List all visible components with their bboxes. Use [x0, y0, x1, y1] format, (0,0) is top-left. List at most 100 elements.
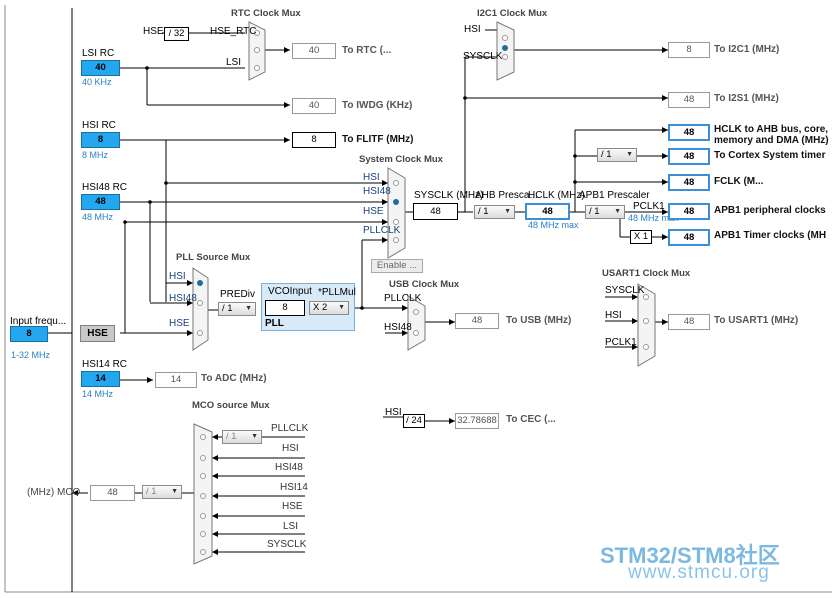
- pll-name-label: PLL: [265, 318, 284, 329]
- mco-input-lsi: LSI: [283, 521, 299, 532]
- system-pllclk-label: PLLCLK: [363, 225, 401, 236]
- pll-source-mux-shape: [192, 267, 209, 351]
- mco-input-hse: HSE: [282, 501, 303, 512]
- ahb-prescaler-value: / 1: [478, 206, 489, 217]
- mco-divider-value: / 1: [146, 486, 157, 497]
- system-mux-title: System Clock Mux: [359, 154, 443, 165]
- mco-input-hsi: HSI: [282, 443, 299, 454]
- adc-value: 14: [155, 372, 197, 388]
- adc-output-label: To ADC (MHz): [201, 373, 267, 384]
- system-hsi48-label: HSI48: [363, 186, 391, 197]
- apb1-prescaler-value: / 1: [589, 206, 600, 217]
- hclk-value[interactable]: 48: [525, 203, 570, 220]
- fclk-output-label: FCLK (M...: [714, 176, 764, 187]
- mco-output-label: (MHz) MCO: [27, 487, 81, 498]
- hsi-rc-value[interactable]: 8: [81, 132, 120, 148]
- i2c1-mux-title: I2C1 Clock Mux: [477, 8, 548, 19]
- pllmul-label: *PLLMul: [318, 287, 356, 298]
- hsi-rc-label: HSI RC: [82, 120, 116, 131]
- mco-input-hsi48: HSI48: [275, 462, 303, 473]
- cortex-timer-divider-value: / 1: [601, 149, 612, 160]
- hsi48-rc-label: HSI48 RC: [82, 182, 128, 193]
- watermark-logo-text: STM32/STM8社区: [600, 543, 780, 568]
- usart1-value: 48: [668, 314, 710, 330]
- apb1-peripheral-value[interactable]: 48: [668, 203, 710, 220]
- usart1-pclk1-label: PCLK1: [605, 337, 637, 348]
- chevron-down-icon: ▼: [504, 208, 511, 215]
- usb-mux-title: USB Clock Mux: [389, 279, 460, 290]
- apb1-prescaler-label: APB1 Prescaler: [579, 190, 650, 201]
- apb1-timer-value: 48: [668, 229, 710, 246]
- pll-src-hse-label: HSE: [169, 318, 190, 329]
- apb1-prescaler-select[interactable]: / 1▼: [585, 205, 625, 219]
- mco-value: 48: [90, 485, 135, 501]
- hsi48-rc-value[interactable]: 48: [81, 194, 120, 210]
- hsi14-rc-freq: 14 MHz: [82, 389, 114, 399]
- mco-input-pllclk: PLLCLK: [271, 423, 309, 434]
- cortex-timer-divider-select[interactable]: / 1 ▼: [597, 148, 637, 162]
- enable-css-button[interactable]: Enable ...: [371, 259, 423, 273]
- rtc-hse-rtc-label: HSE_RTC: [210, 26, 257, 37]
- sysclk-value[interactable]: 48: [413, 203, 458, 220]
- pclk1-max: 48 MHz max: [628, 213, 679, 223]
- usart1-output-label: To USART1 (MHz): [714, 315, 799, 326]
- i2s1-value: 48: [668, 92, 710, 108]
- chevron-down-icon: ▼: [251, 433, 258, 440]
- hclk-label: HCLK (MHz): [528, 190, 585, 201]
- usart1-mux-title: USART1 Clock Mux: [602, 268, 691, 279]
- lsi-rc-value[interactable]: 40: [81, 60, 120, 76]
- pll-src-hsi48-label: HSI48: [169, 293, 197, 304]
- i2c1-value: 8: [668, 42, 710, 58]
- chevron-down-icon: ▼: [626, 151, 633, 158]
- apb1-peripheral-output-label: APB1 peripheral clocks: [714, 205, 826, 216]
- usb-output-label: To USB (MHz): [506, 315, 572, 326]
- cec-value: 32.78688: [455, 413, 499, 429]
- hsi14-rc-label: HSI14 RC: [82, 359, 128, 370]
- usart1-hsi-label: HSI: [605, 310, 622, 321]
- cortex-timer-value: 48: [668, 148, 710, 165]
- hse-button[interactable]: HSE: [80, 325, 115, 342]
- apb1-timer-multiplier: X 1: [630, 230, 652, 244]
- system-mux-shape: [387, 167, 406, 259]
- apb1-timer-output-label: APB1 Timer clocks (MH: [714, 230, 827, 241]
- ahb-prescaler-select[interactable]: / 1 ▼: [474, 205, 515, 219]
- sysclk-label: SYSCLK (MHz): [414, 190, 484, 201]
- pllmul-select[interactable]: X 2 ▼: [309, 301, 349, 315]
- mco-pll-divider-select[interactable]: / 1▼: [222, 430, 262, 444]
- input-frequency-value[interactable]: 8: [10, 326, 48, 342]
- hsi14-rc-value[interactable]: 14: [81, 371, 120, 387]
- pllmul-value: X 2: [313, 302, 328, 313]
- mco-mux-title: MCO source Mux: [192, 400, 270, 411]
- rtc-output-label: To RTC (...: [342, 45, 392, 56]
- lsi-rc-label: LSI RC: [82, 48, 115, 59]
- prediv-value: / 1: [222, 303, 233, 314]
- hclk-ahb-value[interactable]: 48: [668, 124, 710, 141]
- usart1-mux-shape: [637, 283, 656, 367]
- mco-input-sysclk: SYSCLK: [267, 539, 307, 550]
- cec-output-label: To CEC (...: [506, 414, 556, 425]
- rtc-hse-input-label: HSE: [143, 26, 164, 37]
- ahb-prescaler-label: AHB Presca...: [475, 190, 538, 201]
- prediv-label: PREDiv: [220, 289, 256, 300]
- usb-mux-shape: [407, 295, 426, 351]
- hclk-ahb-output-label: HCLK to AHB bus, core,: [714, 124, 829, 135]
- usart1-sysclk-label: SYSCLK: [605, 285, 645, 296]
- cortex-timer-output-label: To Cortex System timer: [714, 150, 826, 161]
- chevron-down-icon: ▼: [171, 488, 178, 495]
- lsi-rc-freq: 40 KHz: [82, 77, 112, 87]
- i2c1-mux-shape: [496, 21, 515, 81]
- rtc-lsi-label: LSI: [226, 57, 242, 68]
- mco-divider-select[interactable]: / 1 ▼: [142, 485, 182, 499]
- iwdg-output-label: To IWDG (KHz): [342, 100, 413, 111]
- vco-input-value: 8: [265, 300, 305, 316]
- chevron-down-icon: ▼: [338, 304, 345, 311]
- i2s1-output-label: To I2S1 (MHz): [714, 93, 779, 104]
- rtc-value: 40: [292, 43, 336, 59]
- prediv-select[interactable]: / 1 ▼: [218, 302, 256, 316]
- input-frequency-range: 1-32 MHz: [11, 350, 51, 360]
- system-hse-label: HSE: [363, 206, 384, 217]
- usb-value: 48: [455, 313, 499, 329]
- chevron-down-icon: ▼: [245, 305, 252, 312]
